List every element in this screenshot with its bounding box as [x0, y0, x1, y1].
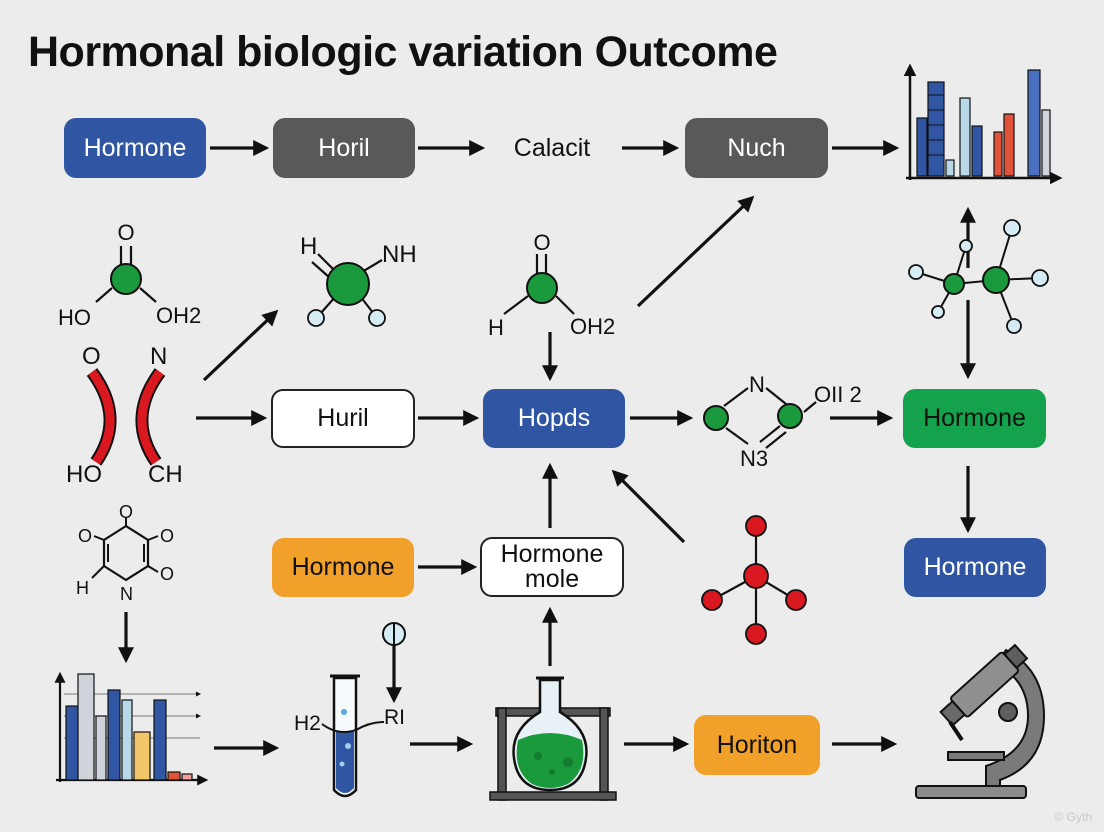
- bar-chart-icon: [903, 63, 1063, 185]
- m4-tl-label: O: [82, 343, 101, 370]
- node-hormone-mole: Hormone mole: [480, 537, 624, 597]
- m4-tr-label: N: [150, 343, 167, 370]
- arrow-red-n6: [611, 469, 686, 544]
- m5-right-label: OII 2: [814, 382, 862, 407]
- tube-left-label: H2: [294, 712, 321, 735]
- molecule-icon: O HO OH2: [58, 220, 201, 330]
- molecule-icon: [701, 515, 807, 645]
- ring-n-label: N: [120, 584, 133, 604]
- molecule-icon: H NH: [300, 233, 417, 327]
- m2-right-label: NH: [382, 241, 417, 268]
- node-hormone-blue-end: Hormone: [904, 538, 1046, 597]
- flask-icon: [489, 676, 617, 801]
- node-calacit: Calacit: [513, 133, 591, 162]
- watermark: © Gyth: [1054, 810, 1092, 824]
- test-tube-icon: H2 RI: [294, 622, 406, 798]
- ring-bottom-right-label: O: [160, 564, 174, 584]
- node-hormone-start: Hormone: [64, 118, 206, 178]
- m1-right-label: OH2: [156, 303, 201, 328]
- ring-right-label: O: [160, 526, 174, 546]
- node-horil: Horil: [273, 118, 415, 178]
- arrow-m3-n4: [636, 195, 755, 308]
- m3-right-label: OH2: [570, 314, 615, 339]
- m3-top-label: O: [533, 230, 550, 255]
- ring-h-label: H: [76, 578, 89, 598]
- ring-top-label: O: [119, 502, 133, 522]
- node-horiton: Horiton: [694, 715, 820, 775]
- m3-left-label: H: [488, 315, 504, 340]
- node-nuch: Nuch: [685, 118, 828, 178]
- arrows: [118, 140, 976, 756]
- m4-bl-label: HO: [66, 461, 102, 488]
- m5-top-label: N: [749, 372, 765, 397]
- m5-bottom-label: N3: [740, 446, 768, 471]
- m1-top-label: O: [117, 220, 134, 245]
- microscope-icon: [915, 643, 1046, 799]
- m2-left-label: H: [300, 233, 317, 260]
- arrow-m4-m2: [202, 309, 279, 382]
- molecule-icon: O H OH2: [488, 230, 615, 340]
- molecule-icon: O N HO CH: [66, 343, 183, 488]
- molecule-icon: [908, 219, 1049, 334]
- molecule-icon: N N3 OII 2: [703, 372, 862, 471]
- m1-left-label: HO: [58, 305, 91, 330]
- m4-br-label: CH: [148, 461, 183, 488]
- node-hormone-green: Hormone: [903, 389, 1046, 448]
- ring-left-label: O: [78, 526, 92, 546]
- bar-chart-icon: [54, 671, 209, 786]
- node-hopds: Hopds: [483, 389, 625, 448]
- tube-right-label: RI: [384, 706, 405, 729]
- molecule-icon: O O O O H N: [76, 502, 174, 604]
- node-hormone-orange: Hormone: [272, 538, 414, 597]
- page-title: Hormonal biologic variation Outcome: [28, 28, 778, 76]
- node-huril: Huril: [271, 389, 415, 448]
